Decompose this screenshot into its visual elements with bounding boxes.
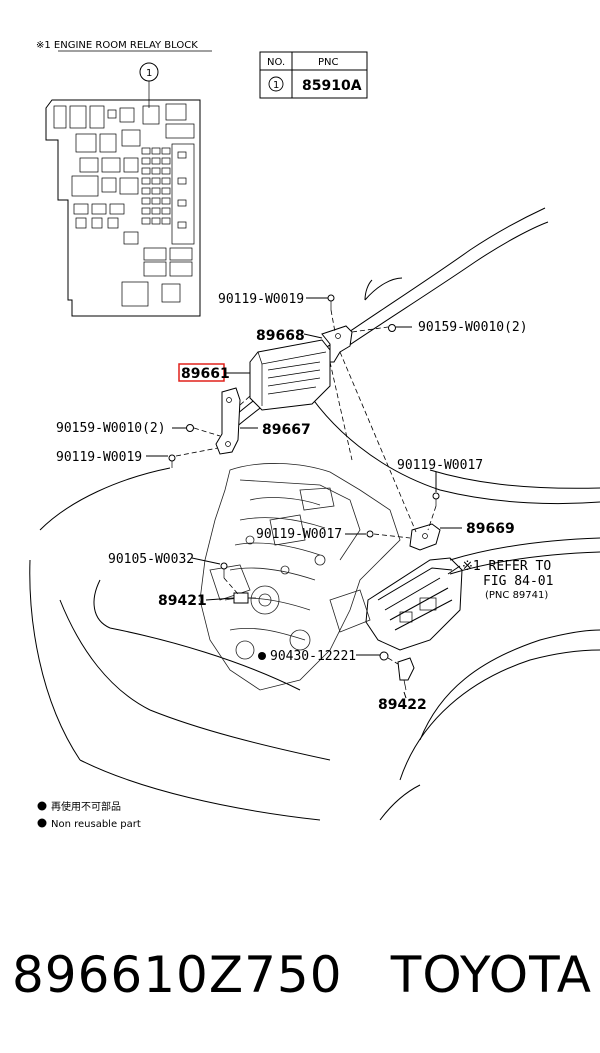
- gasket-90430-12221: [379, 651, 389, 661]
- label-90119-w0019-top: 90119-W0019: [218, 292, 304, 307]
- legend-line-en: Non reusable part: [51, 819, 141, 830]
- label-90105-w0032: 90105-W0032: [108, 552, 194, 567]
- label-90119-w0017-right: 90119-W0017: [397, 458, 483, 473]
- fasteners: [168, 294, 440, 661]
- engine-assembly: [199, 463, 401, 691]
- label-89661: 89661: [181, 366, 230, 382]
- bolt-90119-w0019-top: [327, 294, 335, 310]
- label-89669: 89669: [466, 521, 515, 537]
- pnc-table-header-pnc: PNC: [318, 57, 339, 68]
- relay-callout-number: 1: [146, 68, 152, 79]
- label-90159-w0010-right: 90159-W0010(2): [418, 320, 528, 335]
- parts-diagram: ※1 ENGINE ROOM RELAY BLOCK 1: [29, 40, 600, 830]
- label-90159-w0010-left: 90159-W0010(2): [56, 421, 166, 436]
- bolt-90105-w0032: [220, 562, 228, 578]
- label-refer-line2: FIG 84-01: [483, 574, 553, 589]
- label-90119-w0019-left: 90119-W0019: [56, 450, 142, 465]
- part-number: 896610Z750: [12, 946, 343, 1004]
- bracket-89669: [409, 523, 441, 551]
- label-89667: 89667: [262, 422, 311, 438]
- sensor-89421: [233, 592, 256, 604]
- label-89668: 89668: [256, 328, 305, 344]
- highlight-box-89661: [178, 363, 225, 382]
- pnc-table-row-no: 1: [273, 80, 279, 91]
- bolt-90119-w0019-left: [168, 454, 176, 468]
- nut-90159-w0010-left: [186, 424, 194, 432]
- nut-90159-w0010-right: [388, 324, 396, 332]
- non-reusable-marker: [258, 652, 266, 660]
- label-refer-line1: ※1 REFER TO: [462, 559, 551, 574]
- sensor-89422: [397, 657, 415, 691]
- legend-bullet-jp: [37, 801, 47, 811]
- legend-line-jp: 再使用不可部品: [51, 800, 121, 813]
- air-cleaner-assembly: [365, 557, 463, 651]
- label-89421: 89421: [158, 593, 207, 609]
- brand-name: TOYOTA: [390, 946, 592, 1004]
- label-refer-line3: (PNC 89741): [485, 590, 548, 601]
- label-90119-w0017-mid: 90119-W0017: [256, 527, 342, 542]
- engine-room-relay-block: [45, 99, 201, 317]
- pnc-table-header-no: NO.: [267, 57, 285, 68]
- ecu-89661: [249, 339, 331, 411]
- pnc-table: NO. PNC 1 85910A: [259, 51, 368, 99]
- relay-block-title: ※1 ENGINE ROOM RELAY BLOCK: [36, 40, 198, 51]
- pnc-table-row-pnc: 85910A: [302, 78, 362, 94]
- label-89422: 89422: [378, 697, 427, 713]
- label-90430-12221: 90430-12221: [270, 649, 356, 664]
- relay-block-callout: 1: [139, 62, 159, 108]
- callout-labels: 90119-W0019 89668 90159-W0010(2) 89661 9…: [56, 292, 553, 713]
- vehicle-body-outline: [29, 207, 600, 821]
- legend: 再使用不可部品 Non reusable part: [37, 800, 141, 830]
- bolt-90119-w0017-right: [432, 492, 440, 506]
- bolt-90119-w0017-mid: [366, 530, 374, 538]
- leader-lines: [146, 297, 462, 699]
- bracket-89667: [215, 387, 241, 455]
- legend-bullet-en: [37, 818, 47, 828]
- assembly-dashed-lines: [175, 309, 437, 665]
- footer: 896610Z750 TOYOTA: [12, 935, 592, 1015]
